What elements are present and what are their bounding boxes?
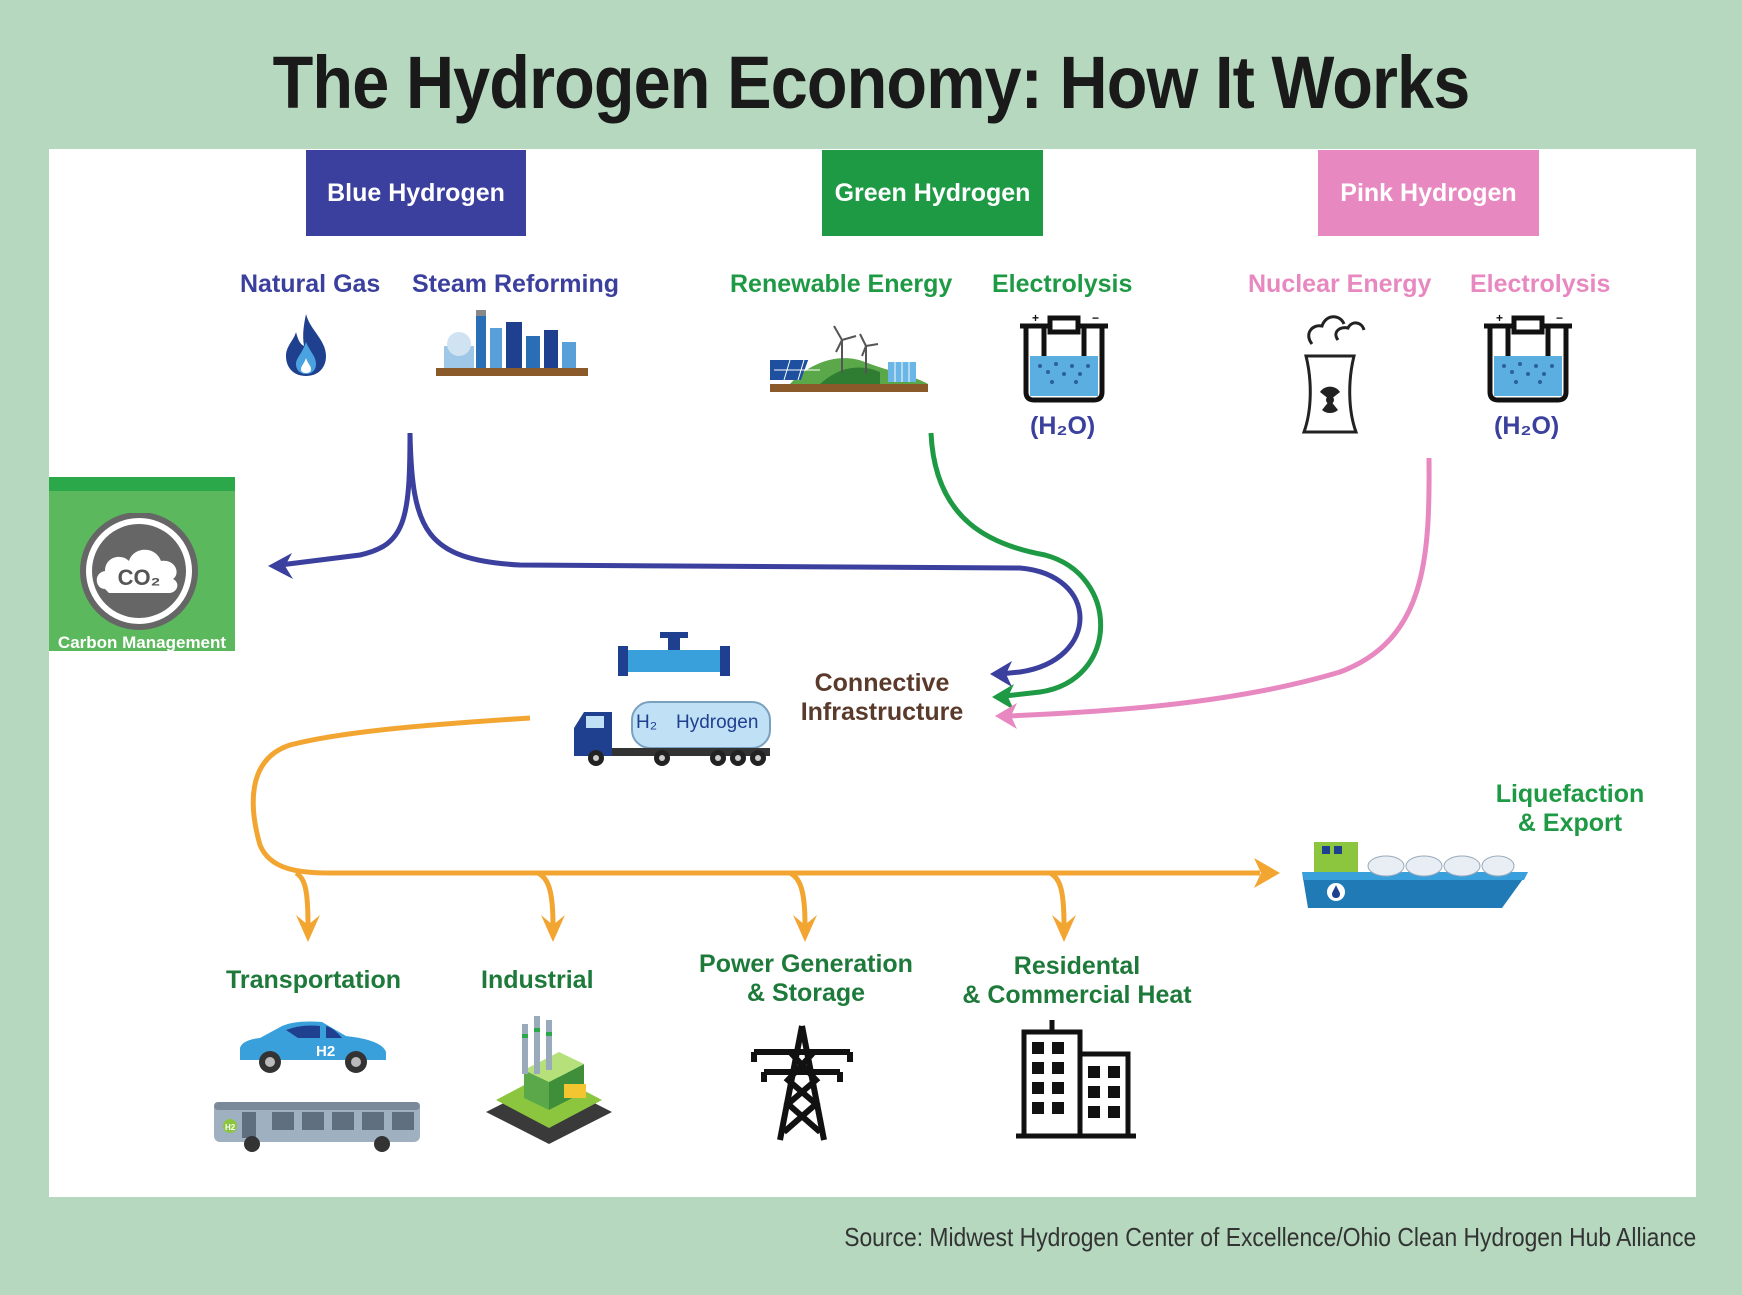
steam-reforming-label: Steam Reforming — [412, 270, 619, 298]
orange-branch-heat — [1048, 870, 1067, 926]
green-water-label: (H₂O) — [1030, 412, 1096, 440]
hydrogen-car-icon: H2 — [240, 1021, 386, 1073]
blue-carbon-arrowhead — [268, 553, 293, 579]
flame-icon — [286, 314, 326, 376]
connective-infrastructure-label: Connective Infrastructure — [800, 669, 964, 726]
industrial-plant-icon — [486, 1016, 612, 1144]
pink-electrolysis-icon: + − — [1484, 312, 1572, 403]
co2-cloud-icon: CO₂ — [80, 513, 198, 630]
pink-flow-line — [1007, 457, 1432, 719]
co2-text: CO₂ — [118, 565, 161, 590]
nuclear-energy-label: Nuclear Energy — [1248, 270, 1432, 298]
bus-h2-badge: H2 — [225, 1123, 236, 1132]
car-h2-badge: H2 — [316, 1043, 335, 1060]
truck-h2-text: H₂ — [636, 712, 658, 733]
carbon-management-label: Carbon Management — [57, 633, 227, 652]
svg-text:−: − — [1556, 312, 1563, 325]
blue-flow-line-2 — [407, 432, 1083, 677]
hydrogen-bus-icon: H2 — [214, 1102, 420, 1152]
pipeline-icon — [618, 632, 730, 676]
source-credit: Source: Midwest Hydrogen Center of Excel… — [843, 1222, 1696, 1252]
residential-heat-label: Residental & Commercial Heat — [962, 952, 1192, 1009]
blue-hydrogen-header: Blue Hydrogen — [306, 150, 526, 236]
renewable-energy-icon — [770, 325, 928, 392]
green-flow-line — [928, 432, 1104, 699]
liquefaction-export-label: Liquefaction & Export — [1495, 780, 1645, 837]
green-electrolysis-label: Electrolysis — [992, 270, 1133, 298]
orange-export-arrowhead — [1254, 858, 1280, 888]
green-infra-arrowhead — [992, 684, 1014, 710]
pink-hydrogen-header: Pink Hydrogen — [1318, 150, 1539, 236]
natural-gas-label: Natural Gas — [240, 270, 381, 298]
blue-infra-arrowhead — [990, 661, 1012, 687]
carbon-management-box: CO₂ Carbon Management — [49, 477, 235, 652]
svg-text:+: + — [1032, 312, 1039, 325]
pink-water-label: (H₂O) — [1494, 412, 1560, 440]
renewable-energy-label: Renewable Energy — [730, 270, 953, 298]
industrial-label: Industrial — [481, 966, 594, 994]
truck-hydrogen-text: Hydrogen — [676, 712, 759, 733]
green-hydrogen-header: Green Hydrogen — [822, 150, 1043, 236]
svg-text:+: + — [1496, 312, 1503, 325]
refinery-icon — [436, 310, 588, 376]
cargo-ship-icon — [1302, 834, 1528, 908]
pink-infra-arrowhead — [995, 703, 1017, 729]
blue-flow-line — [279, 432, 413, 568]
hydrogen-truck-icon: H₂ Hydrogen — [572, 698, 772, 766]
orange-flow-line — [250, 715, 1260, 876]
power-generation-label: Power Generation & Storage — [699, 950, 913, 1007]
pink-electrolysis-label: Electrolysis — [1470, 270, 1611, 298]
buildings-icon — [1016, 1020, 1136, 1139]
orange-branch-power — [788, 870, 808, 926]
svg-text:−: − — [1092, 312, 1099, 325]
orange-branch-transport — [294, 870, 311, 926]
transmission-tower-icon — [751, 1025, 853, 1141]
nuclear-plant-icon — [1301, 315, 1366, 434]
electrolysis-icon: + − — [1020, 312, 1108, 403]
diagram-panel — [49, 149, 1696, 1197]
page-title: The Hydrogen Economy: How It Works — [272, 41, 1471, 124]
transportation-label: Transportation — [226, 966, 402, 994]
orange-branch-industrial — [536, 870, 556, 926]
